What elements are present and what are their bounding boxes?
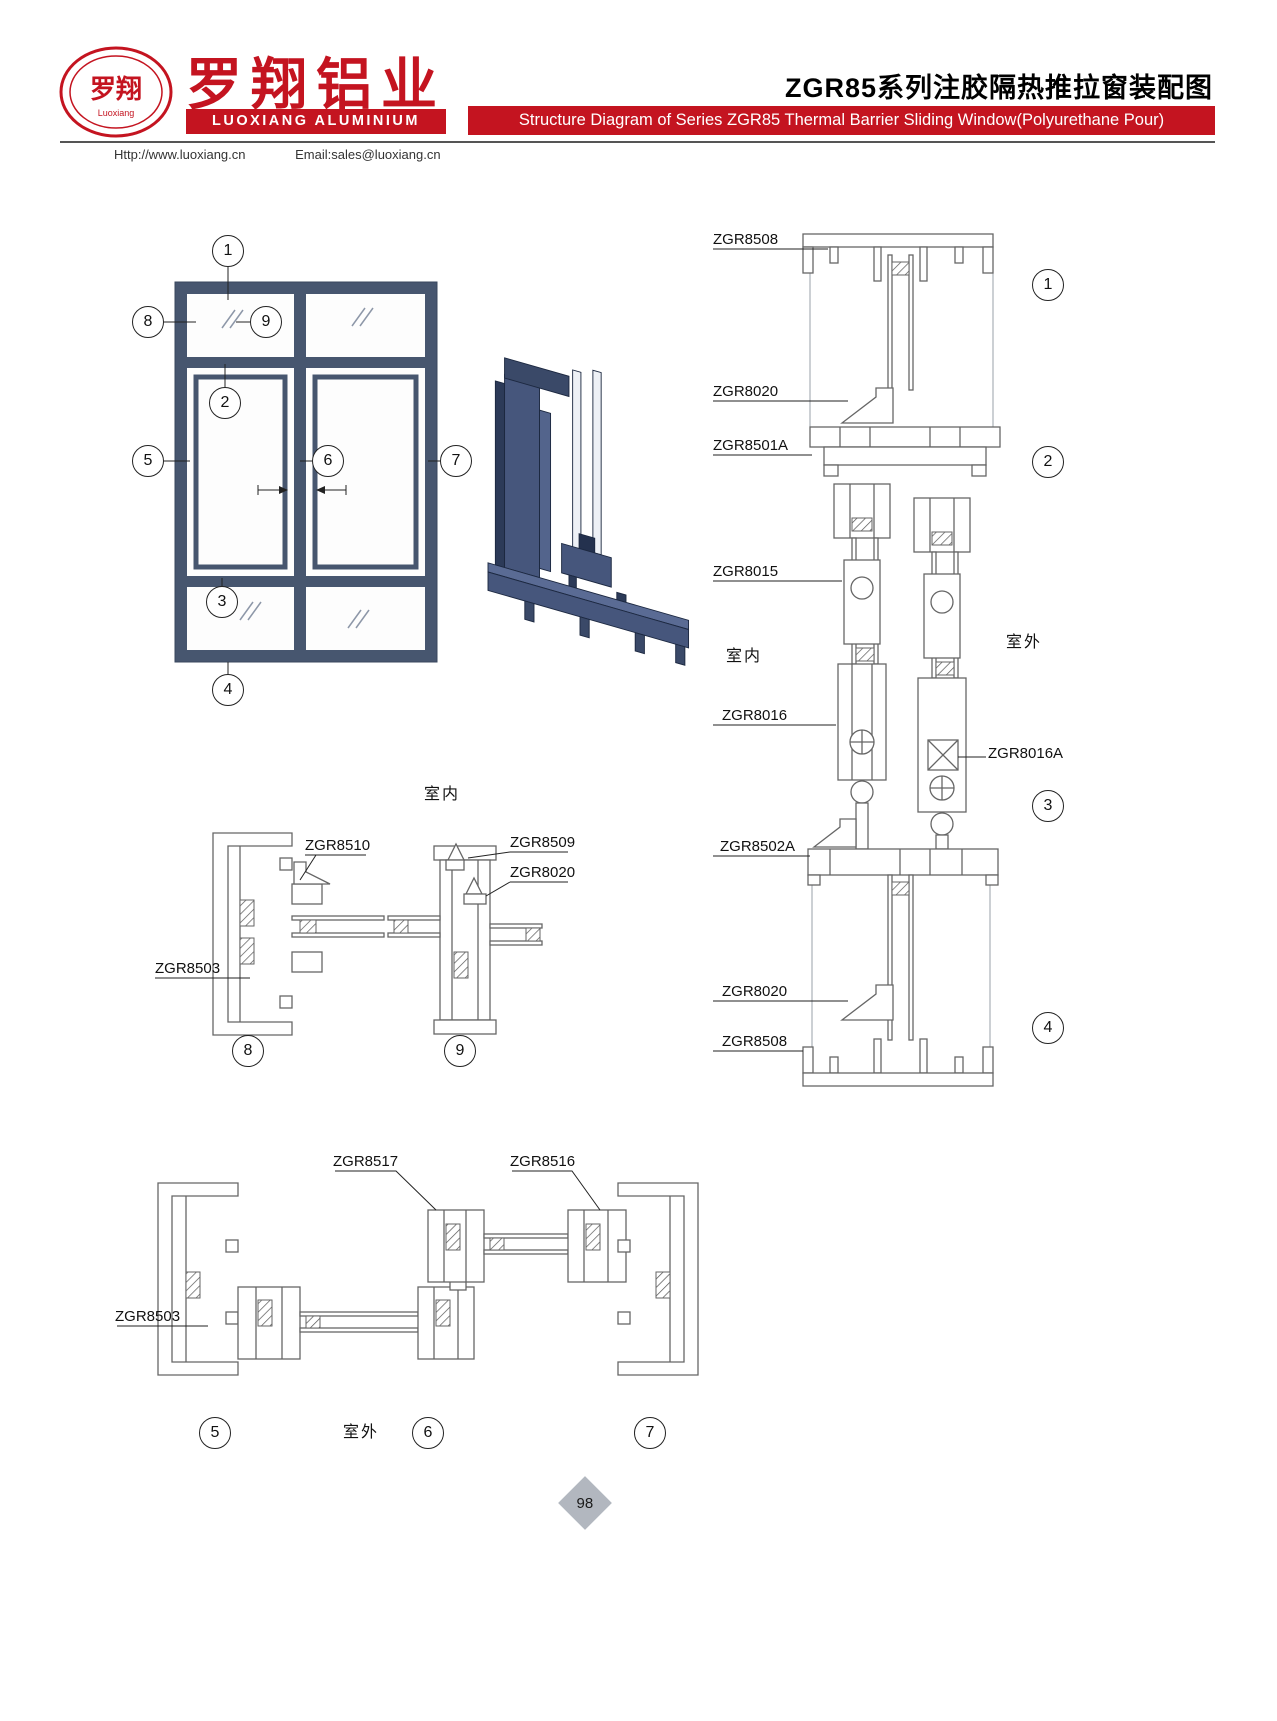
label-zgr8517: ZGR8517: [333, 1153, 399, 1170]
label-zgr8016a: ZGR8016A: [988, 745, 1064, 762]
label-zgr8503-detail5: ZGR8503: [115, 1308, 181, 1325]
label-outdoor-details: 室外: [343, 1424, 380, 1441]
page-title-en: Structure Diagram of Series ZGR85 Therma…: [468, 106, 1215, 135]
window-elevation-drawing: [164, 267, 440, 674]
label-indoor-vertical: 室内: [726, 648, 763, 665]
label-zgr8501a: ZGR8501A: [713, 437, 789, 454]
callout-1: 1: [212, 235, 244, 267]
profile-3d-render: [487, 357, 690, 666]
label-zgr8015: ZGR8015: [713, 563, 779, 580]
header-divider: [60, 141, 1215, 143]
horizontal-section-drawing: [117, 1170, 699, 1376]
detail-callout-7: 7: [634, 1417, 666, 1449]
detail-9-drawing: [387, 842, 568, 1035]
section-callout-2: 2: [1032, 446, 1064, 478]
label-zgr8020-top: ZGR8020: [713, 383, 779, 400]
company-logo: 罗翔 Luoxiang: [59, 46, 173, 138]
label-zgr8016: ZGR8016: [722, 707, 788, 724]
label-zgr8020-detail9: ZGR8020: [510, 864, 576, 881]
brand-name-en: LUOXIANG ALUMINIUM: [186, 109, 446, 134]
callout-8: 8: [132, 306, 164, 338]
vertical-section-drawing: [713, 233, 1001, 1087]
label-zgr8508-head: ZGR8508: [713, 231, 779, 248]
label-zgr8503-detail8: ZGR8503: [155, 960, 221, 977]
label-zgr8516: ZGR8516: [510, 1153, 576, 1170]
page-title-cn: ZGR85系列注胶隔热推拉窗装配图: [784, 73, 1213, 103]
label-zgr8510: ZGR8510: [305, 837, 371, 854]
label-zgr8508-sill: ZGR8508: [722, 1033, 788, 1050]
detail-callout-9: 9: [444, 1035, 476, 1067]
section-callout-4: 4: [1032, 1012, 1064, 1044]
callout-9: 9: [250, 306, 282, 338]
label-outdoor-vertical: 室外: [1006, 634, 1043, 651]
detail-8-drawing: [155, 832, 385, 1036]
detail-callout-8: 8: [232, 1035, 264, 1067]
glass-mark: [221, 307, 374, 629]
contact-info: Http://www.luoxiang.cn Email:sales@luoxi…: [114, 147, 487, 162]
logo-seal-text: 罗翔: [90, 74, 142, 104]
page-number: 98: [576, 1494, 594, 1512]
callout-2: 2: [209, 387, 241, 419]
section-callout-3: 3: [1032, 790, 1064, 822]
callout-3: 3: [206, 586, 238, 618]
logo-seal-subtext: Luoxiang: [98, 108, 135, 118]
sliding-arrows: [257, 485, 347, 495]
callout-6: 6: [312, 445, 344, 477]
label-zgr8502a: ZGR8502A: [720, 838, 796, 855]
callout-5: 5: [132, 445, 164, 477]
callout-4: 4: [212, 674, 244, 706]
brand-name-cn: 罗翔铝业: [186, 52, 446, 118]
label-indoor-details: 室内: [424, 786, 461, 803]
label-zgr8509: ZGR8509: [510, 834, 576, 851]
email-text: Email:sales@luoxiang.cn: [295, 147, 441, 162]
detail-callout-5: 5: [199, 1417, 231, 1449]
label-zgr8020-bottom: ZGR8020: [722, 983, 788, 1000]
callout-7: 7: [440, 445, 472, 477]
section-callout-1: 1: [1032, 269, 1064, 301]
detail-callout-6: 6: [412, 1417, 444, 1449]
website-text: Http://www.luoxiang.cn: [114, 147, 246, 162]
